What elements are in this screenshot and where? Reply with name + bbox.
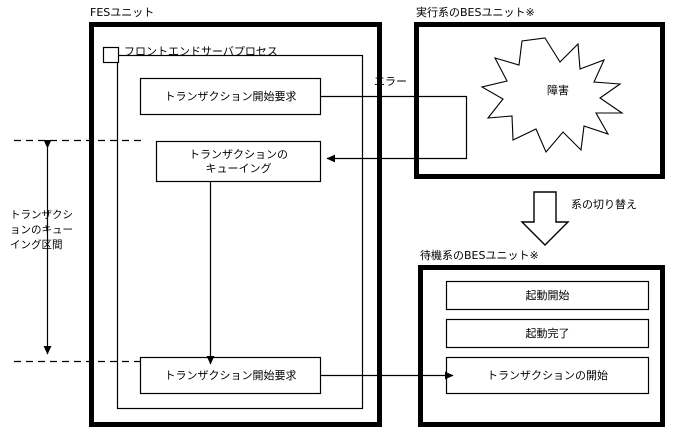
box-tx-start-request-bottom-label: トランザクション開始要求 [164, 368, 297, 382]
box-tx-queueing-label-line2: キューイング [205, 161, 272, 175]
box-tx-start-request-top-label: トランザクション開始要求 [164, 89, 297, 103]
fes-unit-title: FESユニット [90, 6, 155, 19]
box-startup-begin-label: 起動開始 [525, 288, 570, 302]
active-bes-unit-title: 実行系のBESユニット※ [416, 6, 535, 19]
box-startup-begin [445, 280, 650, 311]
queueing-section-label-line3: イング区間 [10, 239, 63, 252]
standby-bes-unit-title: 待機系のBESユニット※ [420, 249, 539, 262]
box-tx-start-label: トランザクションの開始 [487, 368, 608, 382]
box-tx-start [445, 356, 650, 395]
standby-bes-unit-frame [418, 265, 665, 427]
queueing-section-label-line2: ョンのキュー [10, 224, 73, 237]
box-tx-queueing [155, 140, 322, 183]
fe-server-process-frame [116, 54, 364, 410]
box-tx-queueing-label-line1: トランザクションの [189, 147, 288, 161]
failure-label: 障害 [547, 84, 569, 98]
box-startup-complete-label: 起動完了 [525, 326, 570, 340]
box-tx-start-request-bottom [139, 356, 322, 395]
active-bes-unit-frame [414, 22, 665, 179]
process-marker-square-icon [102, 46, 120, 64]
error-label: エラー [374, 75, 407, 88]
box-startup-complete [445, 318, 650, 349]
error-path-connector [320, 95, 468, 163]
switchover-block-arrow-icon [520, 191, 570, 246]
fes-unit-frame [89, 22, 382, 427]
queueing-section-label-line1: トランザクシ [10, 209, 73, 221]
fe-server-process-title: フロントエンドサーバプロセス [124, 45, 278, 58]
switchover-label: 系の切り替え [571, 198, 637, 211]
box-tx-queueing-label: トランザクションの キューイング [156, 141, 321, 182]
failure-starburst-icon [480, 37, 624, 154]
queueing-section-label: トランザクシ ョンのキュー イング区間 [10, 208, 88, 254]
box-tx-start-request-top [139, 77, 322, 116]
